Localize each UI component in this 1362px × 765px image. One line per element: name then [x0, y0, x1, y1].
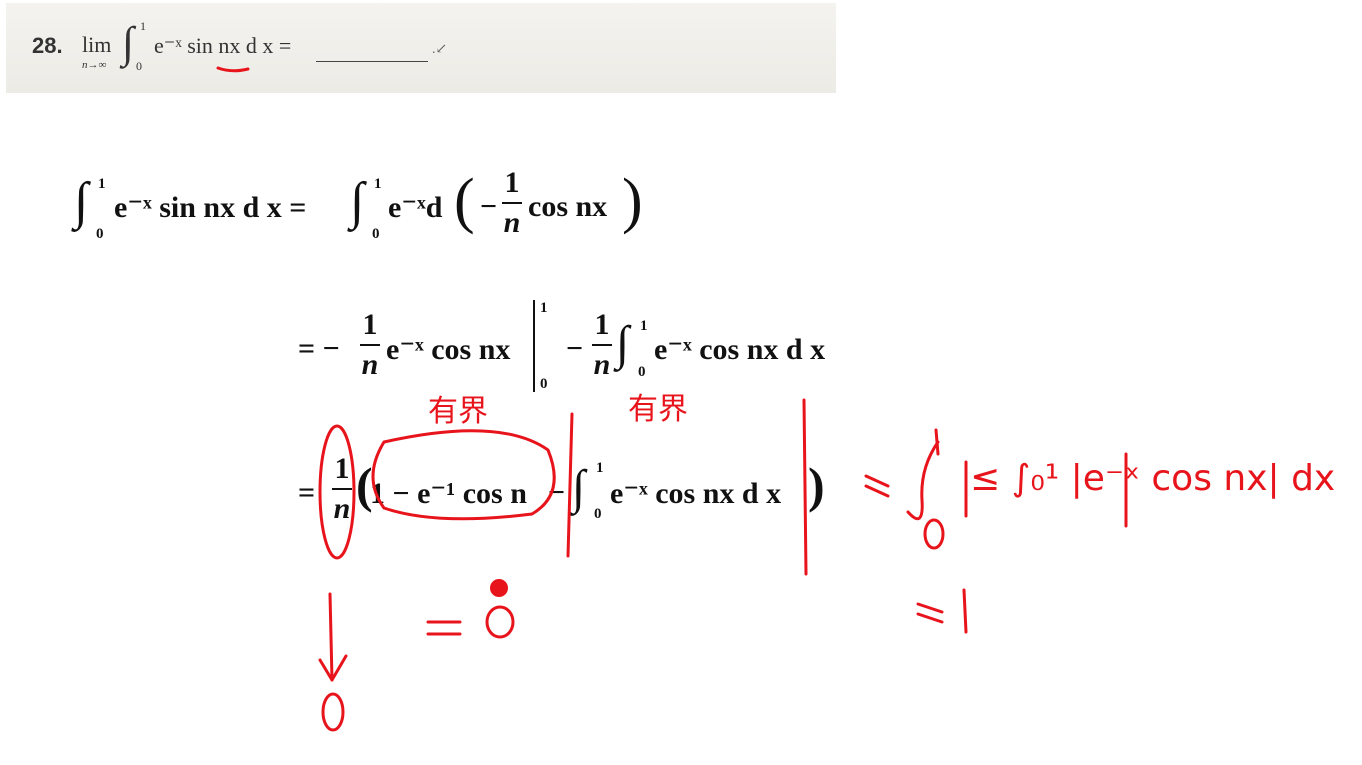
evaluation-bar: [533, 300, 535, 392]
integral-sign: ∫: [122, 18, 135, 67]
bounded-note-1: 有界: [428, 394, 488, 429]
minus-sign: −: [480, 190, 498, 223]
close-paren: ): [808, 457, 825, 513]
eval-upper: 1: [540, 300, 548, 316]
one-digit: [962, 588, 968, 634]
dot-mark: [490, 579, 508, 597]
le-sign: [916, 602, 944, 624]
line1-rhs: e⁻ˣd: [388, 191, 443, 224]
equals-mark: [426, 620, 462, 636]
bounded-note-2: 有界: [628, 392, 688, 427]
circle-bounded-term: [371, 429, 556, 521]
eval-lower: 0: [540, 376, 548, 392]
problem-integrand: e⁻ˣ sin nx d x =: [154, 33, 292, 58]
end-mark: .↙: [432, 42, 448, 57]
circle-one-over-n: [318, 424, 356, 560]
limit-operator: lim: [82, 32, 112, 57]
arrow-shaft: [328, 592, 334, 682]
integral-upper: 1: [374, 176, 382, 192]
line1-lhs: e⁻ˣ sin nx d x =: [114, 191, 307, 224]
minus-sign: −: [566, 332, 584, 365]
integral-lower: 0: [372, 226, 380, 242]
problem-number: 28.: [32, 33, 63, 58]
abs-bar-left: [566, 412, 574, 558]
equals-minus: = −: [298, 332, 340, 365]
integral-upper: 1: [140, 19, 146, 33]
integral-lower: 0: [638, 364, 646, 380]
upper-limit-1: [934, 428, 940, 456]
integral-sign: ∫: [350, 173, 365, 230]
le-sign: [864, 474, 890, 498]
answer-blank: [316, 61, 428, 62]
limit-subscript: n→∞: [82, 59, 107, 71]
integral-sign: ∫: [616, 317, 630, 370]
zero-digit: [485, 605, 515, 639]
integral-lower: 0: [594, 506, 602, 522]
ineq-right-text: ≤ ∫₀¹ |e⁻ˣ cos nx| dx: [970, 458, 1336, 499]
equals-sign: =: [298, 476, 316, 509]
underline-nx-mark: [216, 66, 250, 73]
integral-upper: 1: [98, 176, 106, 192]
open-paren: (: [356, 457, 373, 513]
integral-upper: 1: [640, 318, 648, 334]
line3-term-b: e⁻ˣ cos nx d x: [610, 477, 782, 510]
open-paren: (: [454, 167, 475, 235]
integral-upper: 1: [596, 460, 604, 476]
line2-term-a: e⁻ˣ cos nx: [386, 333, 511, 366]
lower-limit-0: [923, 518, 945, 550]
integral-sign: ∫: [74, 173, 89, 230]
zero-digit: [321, 692, 345, 732]
arrow-head: [318, 654, 348, 682]
integral-sign: ∫: [572, 461, 586, 514]
integral-lower: 0: [136, 59, 142, 73]
problem-banner: 28. lim n→∞ ∫ 1 0 e⁻ˣ sin nx d x = .↙: [6, 3, 836, 93]
line1-tail: cos nx: [528, 190, 608, 223]
close-paren: ): [622, 167, 643, 235]
abs-bar-right: [802, 398, 808, 576]
line3-term-a: 1 − e⁻¹ cos n: [370, 477, 527, 510]
line2-term-b: e⁻ˣ cos nx d x: [654, 333, 826, 366]
integral-lower: 0: [96, 226, 104, 242]
integral-stroke: [906, 440, 940, 521]
